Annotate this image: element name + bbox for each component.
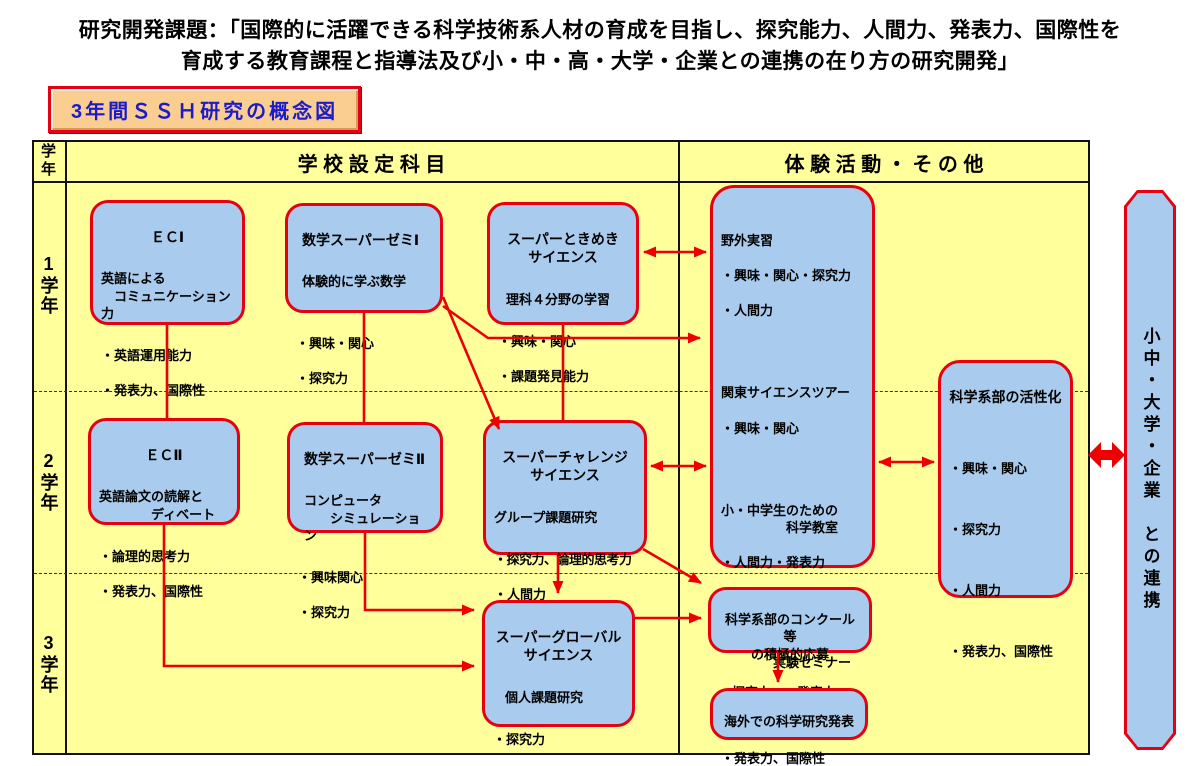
grade-label-3: 3学年 [38,633,59,695]
activity-section: 野外実習 ・興味・関心・探究力 ・人間力 [721,215,864,338]
activity-bullet: ・興味・関心・探究力 [721,268,852,284]
box-ec1: ＥＣⅠ 英語による コミュニケーション力 ・英語運用能力 ・発表力、国際性 [90,200,245,398]
column-header-subjects: 学 校 設 定 科 目 [297,154,446,176]
box-ec1-bullet: ・発表力、国際性 [101,383,206,399]
box-ec1-title: ＥＣⅠ [150,228,185,245]
club-bullet: ・興味・関心 [949,460,1028,476]
box-math1-title: 数学スーパーゼミⅠ [302,231,420,248]
box-tokimeki-science: スーパーときめき サイエンス 理科４分野の学習 ・興味・関心 ・課題発見能力 [487,202,639,384]
diagram-badge: 3年間ＳＳＨ研究の概念図 [48,86,362,133]
grade-label-2: 2学年 [38,451,59,513]
box-ec2-bullet: ・論理的思考力 [99,548,191,564]
box-global-body: 個人課題研究 [505,689,584,705]
box-ec2-body: 英語論文の読解と ディベート [99,488,216,522]
box-math1-bullet: ・探究力 [296,371,349,387]
box-global-bullet: ・探究力 [493,731,546,747]
column-header-grade: 学 年 [40,143,56,178]
box-science-club: 科学系部の活性化 ・興味・関心 ・探究力 ・人間力 ・発表力、国際性 [938,360,1073,659]
column-header-activities: 体 験 活 動 ・ そ の 他 [784,154,984,176]
box-math-seminar-1: 数学スーパーゼミⅠ 体験的に学ぶ数学 ・興味・関心 ・探究力 [285,203,443,386]
box-math2-bullet: ・探究力 [298,605,351,621]
subjects-activities-divider [678,140,680,755]
box-challenge-bullet: ・探究力、論理的思考力 [494,551,632,567]
activity-section: 小・中学生のための 科学教室 ・人間力・発表力 [721,484,864,589]
box-math1-body: 体験的に学ぶ数学 [302,273,407,289]
overseas-bullet: ・発表力、国際性 [721,750,826,766]
box-global-science: スーパーグローバル サイエンス 個人課題研究 ・探究力 ・人間力 ・発表力、国際… [482,600,635,747]
club-bullet: ・探究力 [949,522,1002,538]
grade-label-1: 1学年 [38,254,59,316]
box-tokimeki-title: スーパーときめき サイエンス [507,230,619,266]
activity-title: 関東サイエンスツアー [721,385,850,401]
activity-title: 小・中学生のための 科学教室 [721,502,839,536]
box-tokimeki-bullet: ・課題発見能力 [498,369,590,385]
activity-section: 関東サイエンスツアー ・興味・関心 [721,367,864,455]
row-divider-grade2-3 [34,573,1088,574]
grade-column-divider [65,140,67,755]
header-underline [32,181,1090,183]
box-ec2: ＥＣⅡ 英語論文の読解と ディベート ・論理的思考力 ・発表力、国際性 [88,418,240,599]
box-tokimeki-body: 理科４分野の学習 [506,291,611,307]
box-challenge-title: スーパーチャレンジ サイエンス [502,448,628,484]
box-ec1-bullet: ・英語運用能力 [101,348,193,364]
box-math2-body: コンピュータ シミュレーション [304,492,421,544]
box-math1-bullet: ・興味・関心 [296,336,375,352]
box-math-seminar-2: 数学スーパーゼミⅡ コンピュータ シミュレーション ・興味関心 ・探究力 [287,422,443,620]
box-math2-title: 数学スーパーゼミⅡ [304,450,426,467]
contest-title: 科学系部のコンクール等 の積極的応募 [724,611,855,662]
box-contest: 科学系部のコンクール等 の積極的応募 ・探究力 ・発表力 [708,587,872,700]
activity-title: 野外実習 [721,233,774,249]
box-challenge-bullet: ・人間力 [494,587,547,603]
block-double-arrow-partnership [1088,442,1125,468]
club-bullet: ・人間力 [949,583,1002,599]
box-math2-bullet: ・興味関心 [298,570,364,586]
row-divider-grade1-2 [34,391,1088,392]
box-ec1-body: 英語による コミュニケーション力 [101,270,231,322]
research-title-line2: 育成する教育課程と指導法及び小・中・高・大学・企業との連携の在り方の研究開発」 [180,50,1020,73]
partnership-bar: 小中・大学・企業 との連携 [1124,190,1176,750]
box-ec2-title: ＥＣⅡ [145,446,183,463]
activity-bullet: ・人間力・発表力 [721,555,826,571]
box-challenge-body: グループ課題研究 [494,509,598,525]
research-title-line1: 研究開発課題：「国際的に活躍できる科学技術系人材の育成を目指し、探究能力、人間力… [78,19,1122,42]
club-title: 科学系部の活性化 [949,388,1062,405]
box-ec2-bullet: ・発表力、国際性 [99,583,204,599]
activity-bullet: ・興味・関心 [721,420,800,436]
overseas-title: 海外での科学研究発表 [723,713,854,729]
box-tokimeki-bullet: ・興味・関心 [498,333,577,349]
partnership-bar-inner: 小中・大学・企業 との連携 [1127,193,1173,747]
box-global-title: スーパーグローバル サイエンス [495,628,622,664]
club-bullet: ・発表力、国際性 [949,644,1054,660]
box-challenge-science: スーパーチャレンジ サイエンス グループ課題研究 ・探究力、論理的思考力 ・人間… [483,420,647,637]
box-overseas: 海外での科学研究発表 ・発表力、国際性 [710,688,868,766]
partnership-bar-label: 小中・大学・企業 との連携 [1140,327,1160,613]
panel-activities: 野外実習 ・興味・関心・探究力 ・人間力 関東サイエンスツアー ・興味・関心 小… [710,185,875,705]
activity-bullet: ・人間力 [721,303,774,319]
